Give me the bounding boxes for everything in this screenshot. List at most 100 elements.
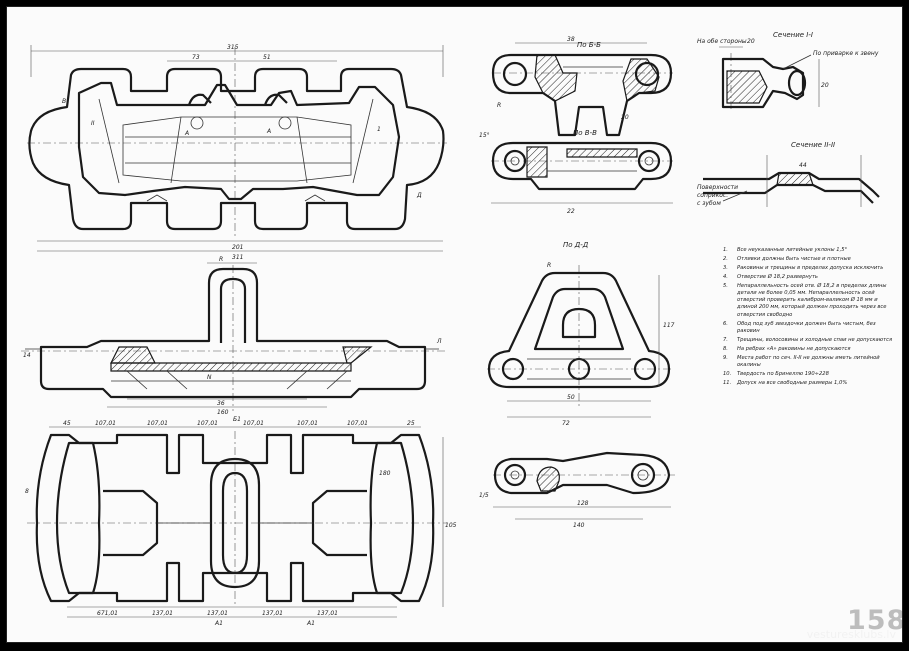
svg-text:А: А	[266, 128, 271, 135]
note-item: 8. На ребрах «А» раковины не допускаются	[723, 346, 898, 353]
technical-drawing: 315 73 51 201 311 А А II 1 В Д	[21, 31, 880, 627]
note-number: 2.	[723, 255, 728, 262]
svg-text:107,01: 107,01	[147, 420, 168, 427]
svg-text:В: В	[62, 98, 66, 105]
svg-text:А1: А1	[214, 620, 223, 627]
svg-text:44: 44	[799, 162, 807, 169]
svg-text:105: 105	[445, 522, 457, 529]
svg-text:180: 180	[379, 470, 391, 477]
track-link-side-view: R 36 160 N 14 Л Б1	[21, 256, 447, 423]
note-number: 4.	[723, 273, 728, 280]
note-item: 1. Все неуказанные литейные уклоны 1,5°	[723, 247, 898, 254]
svg-text:А1: А1	[306, 620, 315, 627]
note-item: 3.Раковины и трещины в пределах допуска …	[723, 265, 898, 272]
svg-text:14: 14	[23, 352, 31, 359]
track-link-plan-view-top: 315 73 51 201 311 А А II 1 В Д	[27, 44, 447, 261]
svg-text:107,01: 107,01	[95, 420, 116, 427]
technical-notes: 1. Все неуказанные литейные уклоны 1,5° 2.…	[723, 247, 898, 389]
svg-text:20: 20	[621, 114, 629, 121]
svg-text:117: 117	[663, 322, 675, 329]
note-text: Отверстие Ø 18,2 развернуть	[737, 273, 818, 280]
note-number: 8.	[723, 345, 728, 352]
note-item: 6. Обод под зуб звездочки должен быть чис…	[723, 321, 898, 336]
note-item: 7. Трещины, волосовины и холодные спаи не…	[723, 337, 898, 344]
note-item: 9. Места работ по сеч. II-II не должны им…	[723, 355, 898, 370]
note-item: 5. Непараллельность осей отв. Ø 18,2 в пр…	[723, 283, 898, 319]
page-number: 158	[847, 605, 903, 636]
svg-text:107,01: 107,01	[243, 420, 264, 427]
svg-text:140: 140	[573, 522, 585, 529]
svg-text:107,01: 107,01	[347, 420, 368, 427]
section-dd-label: По Д-Д	[563, 241, 589, 249]
svg-text:160: 160	[217, 409, 229, 416]
svg-text:Поверхности: Поверхности	[697, 184, 738, 191]
note-item: 4. Отверстие Ø 18,2 развернуть	[723, 274, 898, 281]
svg-text:36: 36	[217, 400, 225, 407]
note-number: 7.	[723, 336, 728, 343]
note-number: 11.	[723, 379, 732, 386]
note-number: 5.	[723, 282, 728, 289]
section-bb-label: По Б-Б	[577, 41, 601, 49]
svg-text:R: R	[547, 262, 551, 269]
section-dd-view: 50 72 117 R	[487, 262, 675, 427]
svg-text:73: 73	[192, 54, 200, 61]
note-number: 10.	[723, 370, 732, 377]
link-profile-detail: 128 140 1/5	[479, 451, 675, 529]
svg-text:671,01: 671,01	[97, 610, 118, 617]
section-1-label: Сечение I-I	[773, 31, 813, 39]
svg-text:По приварке к звену: По приварке к звену	[813, 50, 879, 57]
svg-text:137,01: 137,01	[152, 610, 173, 617]
note-text: На ребрах «А» раковины не допускаются	[737, 345, 851, 352]
svg-text:311: 311	[232, 254, 243, 261]
note-text: Обод под зуб звездочки должен быть чисты…	[737, 320, 876, 334]
section-2-view: Поверхности соприкос. с зубом 44	[697, 155, 880, 207]
svg-text:R: R	[219, 256, 223, 263]
svg-text:137,01: 137,01	[317, 610, 338, 617]
svg-text:с зубом: с зубом	[697, 200, 721, 207]
svg-text:128: 128	[577, 500, 589, 507]
svg-text:201: 201	[232, 244, 243, 251]
svg-text:R: R	[497, 102, 501, 109]
note-text: Отливки должны быть чистые и плотные	[737, 255, 851, 262]
svg-text:20: 20	[747, 38, 755, 45]
svg-text:50: 50	[567, 394, 575, 401]
svg-text:А: А	[184, 130, 189, 137]
note-text: Все неуказанные литейные уклоны 1,5°	[737, 247, 848, 253]
note-number: 6.	[723, 320, 728, 327]
section-2-label: Сечение II-II	[791, 141, 835, 149]
note-text: Места работ по сеч. II-II не должны имет…	[737, 354, 880, 368]
note-item: 2. Отливки должны быть чистые и плотные	[723, 256, 898, 263]
svg-text:1: 1	[377, 126, 381, 133]
svg-text:Д: Д	[416, 192, 422, 199]
section-bb-view: 38 20 R	[491, 36, 673, 137]
note-number: 9.	[723, 354, 728, 361]
svg-text:20: 20	[821, 82, 829, 89]
note-number: 1.	[723, 247, 728, 253]
svg-text:На обе стороны: На обе стороны	[697, 38, 747, 45]
svg-text:22: 22	[567, 208, 575, 215]
svg-text:137,01: 137,01	[207, 610, 228, 617]
svg-text:15°: 15°	[479, 132, 490, 139]
svg-text:315: 315	[227, 44, 239, 51]
note-item: 10. Твердость по Бринеллю 190÷228	[723, 371, 898, 378]
note-item: 11. Допуск на все свободные размеры 1,0%	[723, 380, 898, 387]
svg-text:II: II	[91, 120, 95, 127]
note-text: Твердость по Бринеллю 190÷228	[737, 370, 829, 377]
section-1-view: На обе стороны 20 По приварке к звену 20	[697, 38, 879, 111]
svg-text:Л: Л	[436, 338, 442, 345]
track-link-plan-view-bottom: 45 107,01 107,01 107,01 107,01 107,01 10…	[25, 420, 457, 627]
svg-text:1/5: 1/5	[479, 492, 489, 499]
svg-text:N: N	[207, 374, 212, 381]
svg-text:107,01: 107,01	[297, 420, 318, 427]
section-vv-label: По В-В	[573, 129, 597, 137]
note-text: Непараллельность осей отв. Ø 18,2 в пред…	[737, 282, 887, 318]
note-number: 3.	[723, 264, 728, 271]
site-watermark: vesturesklubs.lv	[806, 628, 896, 641]
note-text: Допуск на все свободные размеры 1,0%	[737, 379, 848, 386]
svg-text:25: 25	[407, 420, 415, 427]
svg-text:соприкос.: соприкос.	[697, 192, 728, 199]
note-text: Трещины, волосовины и холодные спаи не д…	[737, 336, 893, 343]
drawing-sheet: 315 73 51 201 311 А А II 1 В Д	[6, 6, 903, 643]
svg-text:137,01: 137,01	[262, 610, 283, 617]
svg-text:Б1: Б1	[233, 416, 241, 423]
